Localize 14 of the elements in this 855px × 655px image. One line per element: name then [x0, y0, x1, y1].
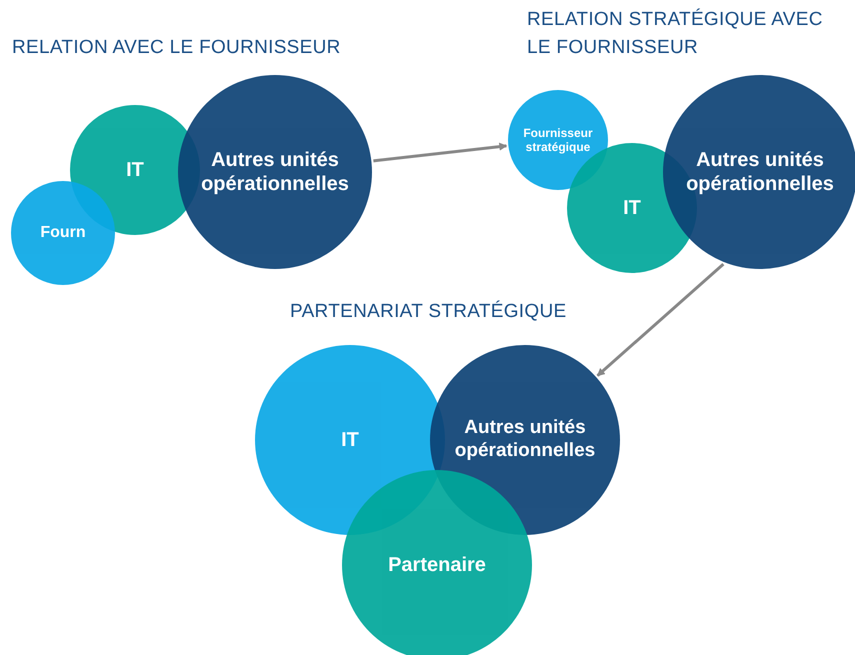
circle-label: Autres unités opérationnelles	[454, 417, 596, 463]
arrow	[596, 262, 724, 377]
circle-label: Autres unités opérationnelles	[200, 148, 350, 196]
stage-title: RELATION STRATÉGIQUE AVEC LE FOURNISSEUR	[527, 8, 824, 60]
circle-label: Fourn	[40, 223, 86, 243]
circle-label: IT	[623, 196, 641, 220]
arrow	[373, 142, 508, 162]
circle-label: IT	[341, 428, 359, 452]
stage-title: PARTENARIAT STRATÉGIQUE	[290, 300, 568, 324]
circle-label: Partenaire	[388, 553, 486, 577]
circle-label: Autres unités opérationnelles	[685, 148, 835, 196]
stage-title: RELATION AVEC LE FOURNISSEUR	[12, 36, 342, 60]
circle-label: Fournisseur stratégique	[522, 126, 594, 154]
circle-label: IT	[126, 158, 144, 182]
